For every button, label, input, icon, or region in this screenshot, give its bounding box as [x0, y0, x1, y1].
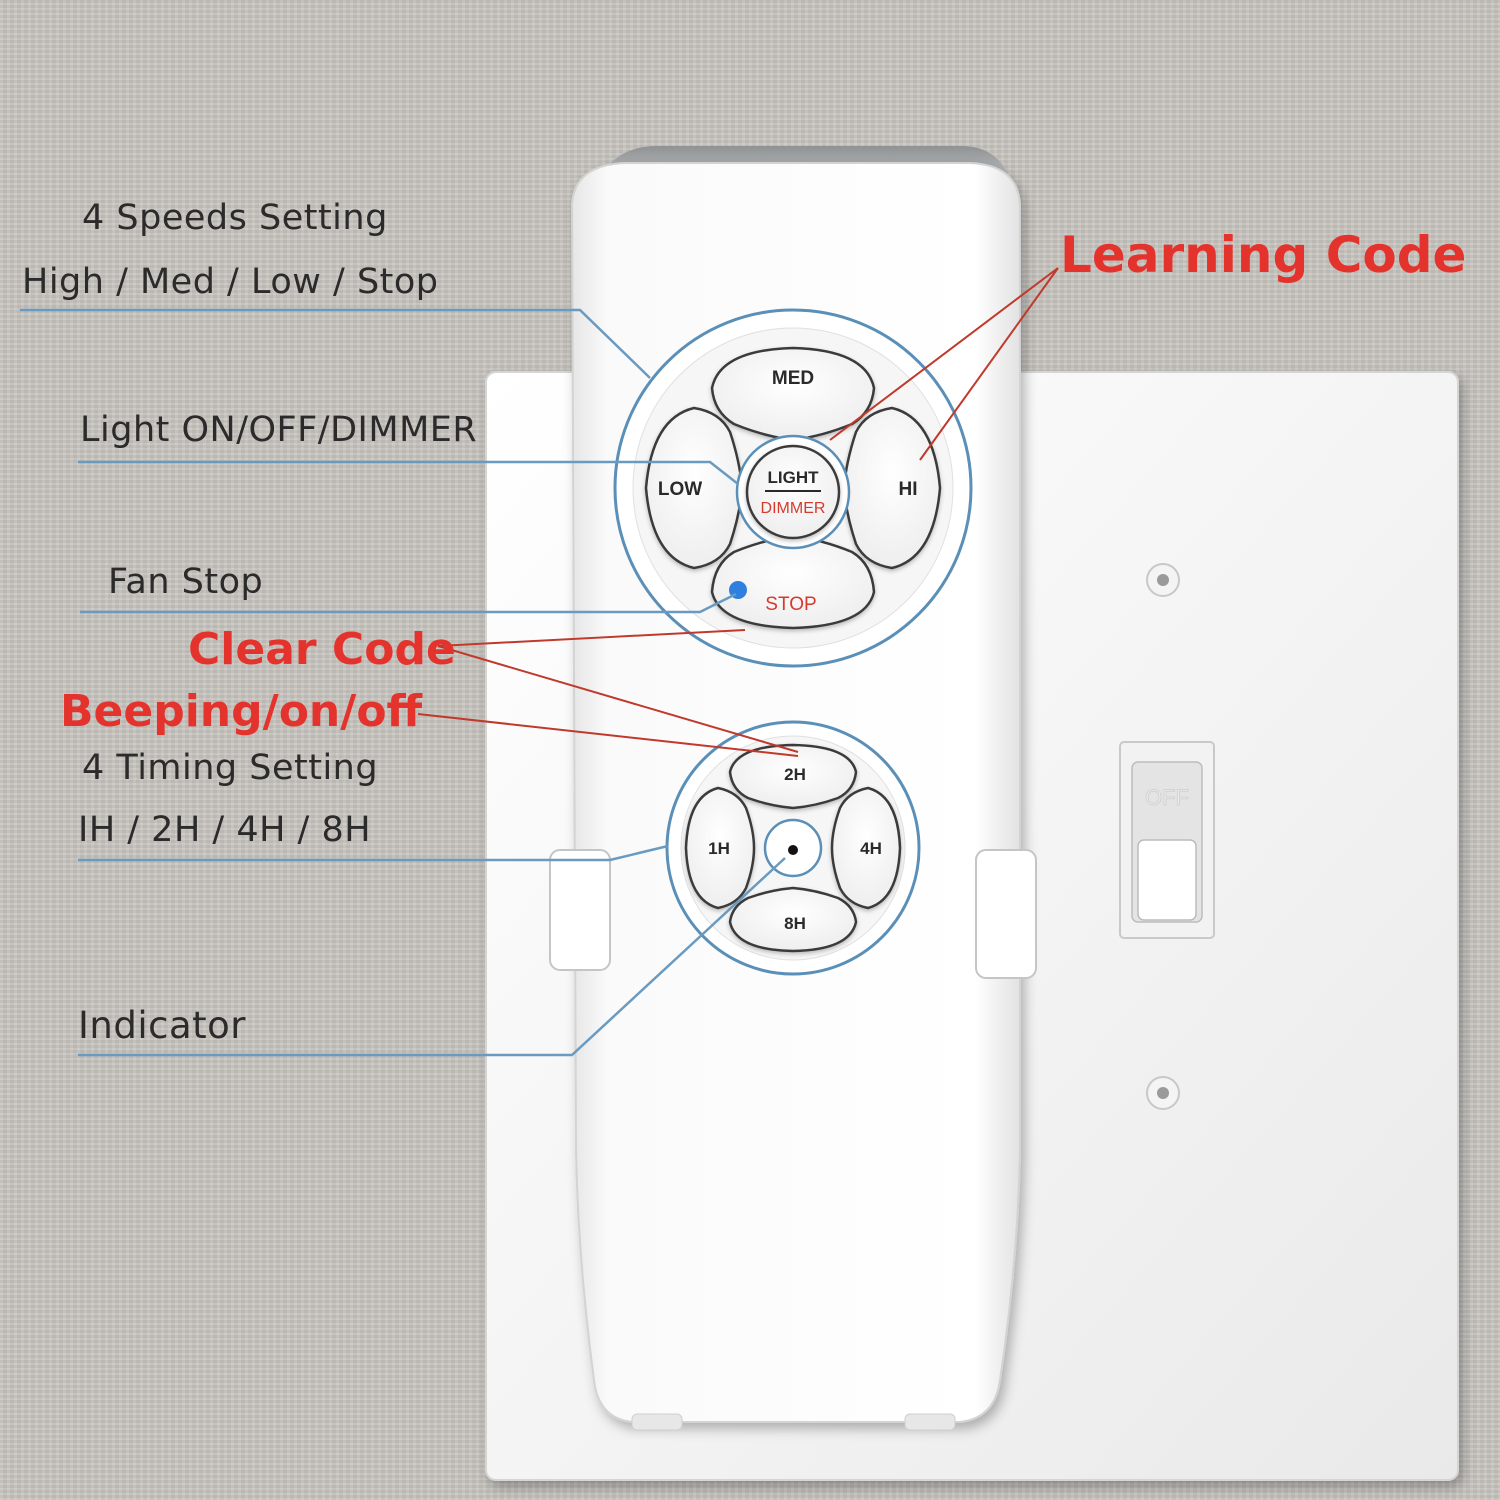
timer-8h-shape[interactable] [728, 886, 858, 953]
hi-button-label: HI [898, 479, 918, 500]
callout-timing-detail: IH / 2H / 4H / 8H [78, 810, 372, 850]
timer-4h-label: 4H [860, 839, 882, 858]
callout-timing-title: 4 Timing Setting [82, 748, 379, 788]
leader-light [78, 460, 739, 485]
callout-learning-code: Learning Code [1060, 226, 1467, 284]
low-button-label: LOW [657, 479, 703, 500]
side-clip-right [975, 849, 1037, 979]
callout-light: Light ON/OFF/DIMMER [80, 410, 478, 450]
timer-4h-shape[interactable] [830, 786, 902, 910]
main-dial [613, 308, 973, 668]
stop-button-shape[interactable] [710, 534, 876, 630]
callout-speeds-title: 4 Speeds Setting [82, 198, 388, 238]
leader-clear-to-stop [437, 629, 746, 647]
leader-learning-to-light [829, 267, 1059, 441]
leader-indicator [78, 857, 786, 1057]
timer-2h-label: 2H [784, 765, 806, 784]
plate-screw-bottom [1146, 1076, 1180, 1110]
leader-learning-to-hi [919, 267, 1059, 461]
leader-lines-red [417, 267, 1059, 757]
leader-beeping-to-2h [417, 713, 799, 757]
indicator-light [788, 845, 798, 855]
callout-fan-stop: Fan Stop [108, 562, 264, 602]
timer-8h-label: 8H [784, 914, 806, 933]
toggle-lever [1137, 839, 1197, 921]
med-button-label: MED [771, 368, 815, 389]
side-clip-left [549, 849, 611, 971]
hi-button-shape[interactable] [842, 406, 942, 570]
callout-clear-code: Clear Code [188, 624, 456, 675]
timer-2h-shape[interactable] [728, 743, 858, 810]
leader-timing [78, 844, 669, 862]
switch-off-label: OFF [1145, 785, 1189, 810]
toggle-switch [1119, 741, 1215, 939]
callout-indicator: Indicator [78, 1004, 247, 1047]
callout-beeping: Beeping/on/off [60, 686, 423, 737]
leader-clear-to-2h [437, 645, 799, 753]
timer-1h-shape[interactable] [684, 786, 756, 910]
timer-dial [665, 720, 921, 976]
leader-fan-stop [80, 592, 737, 614]
plate-screw-top [1146, 563, 1180, 597]
low-button-shape[interactable] [644, 406, 744, 570]
timer-1h-label: 1H [708, 839, 730, 858]
leader-speeds [20, 308, 651, 379]
callout-speeds-detail: High / Med / Low / Stop [22, 262, 439, 302]
leader-lines-blue [20, 308, 786, 1057]
stop-button-label: STOP [765, 594, 817, 615]
light-button-label: LIGHT [767, 468, 819, 487]
dimmer-button-label: DIMMER [760, 500, 826, 517]
